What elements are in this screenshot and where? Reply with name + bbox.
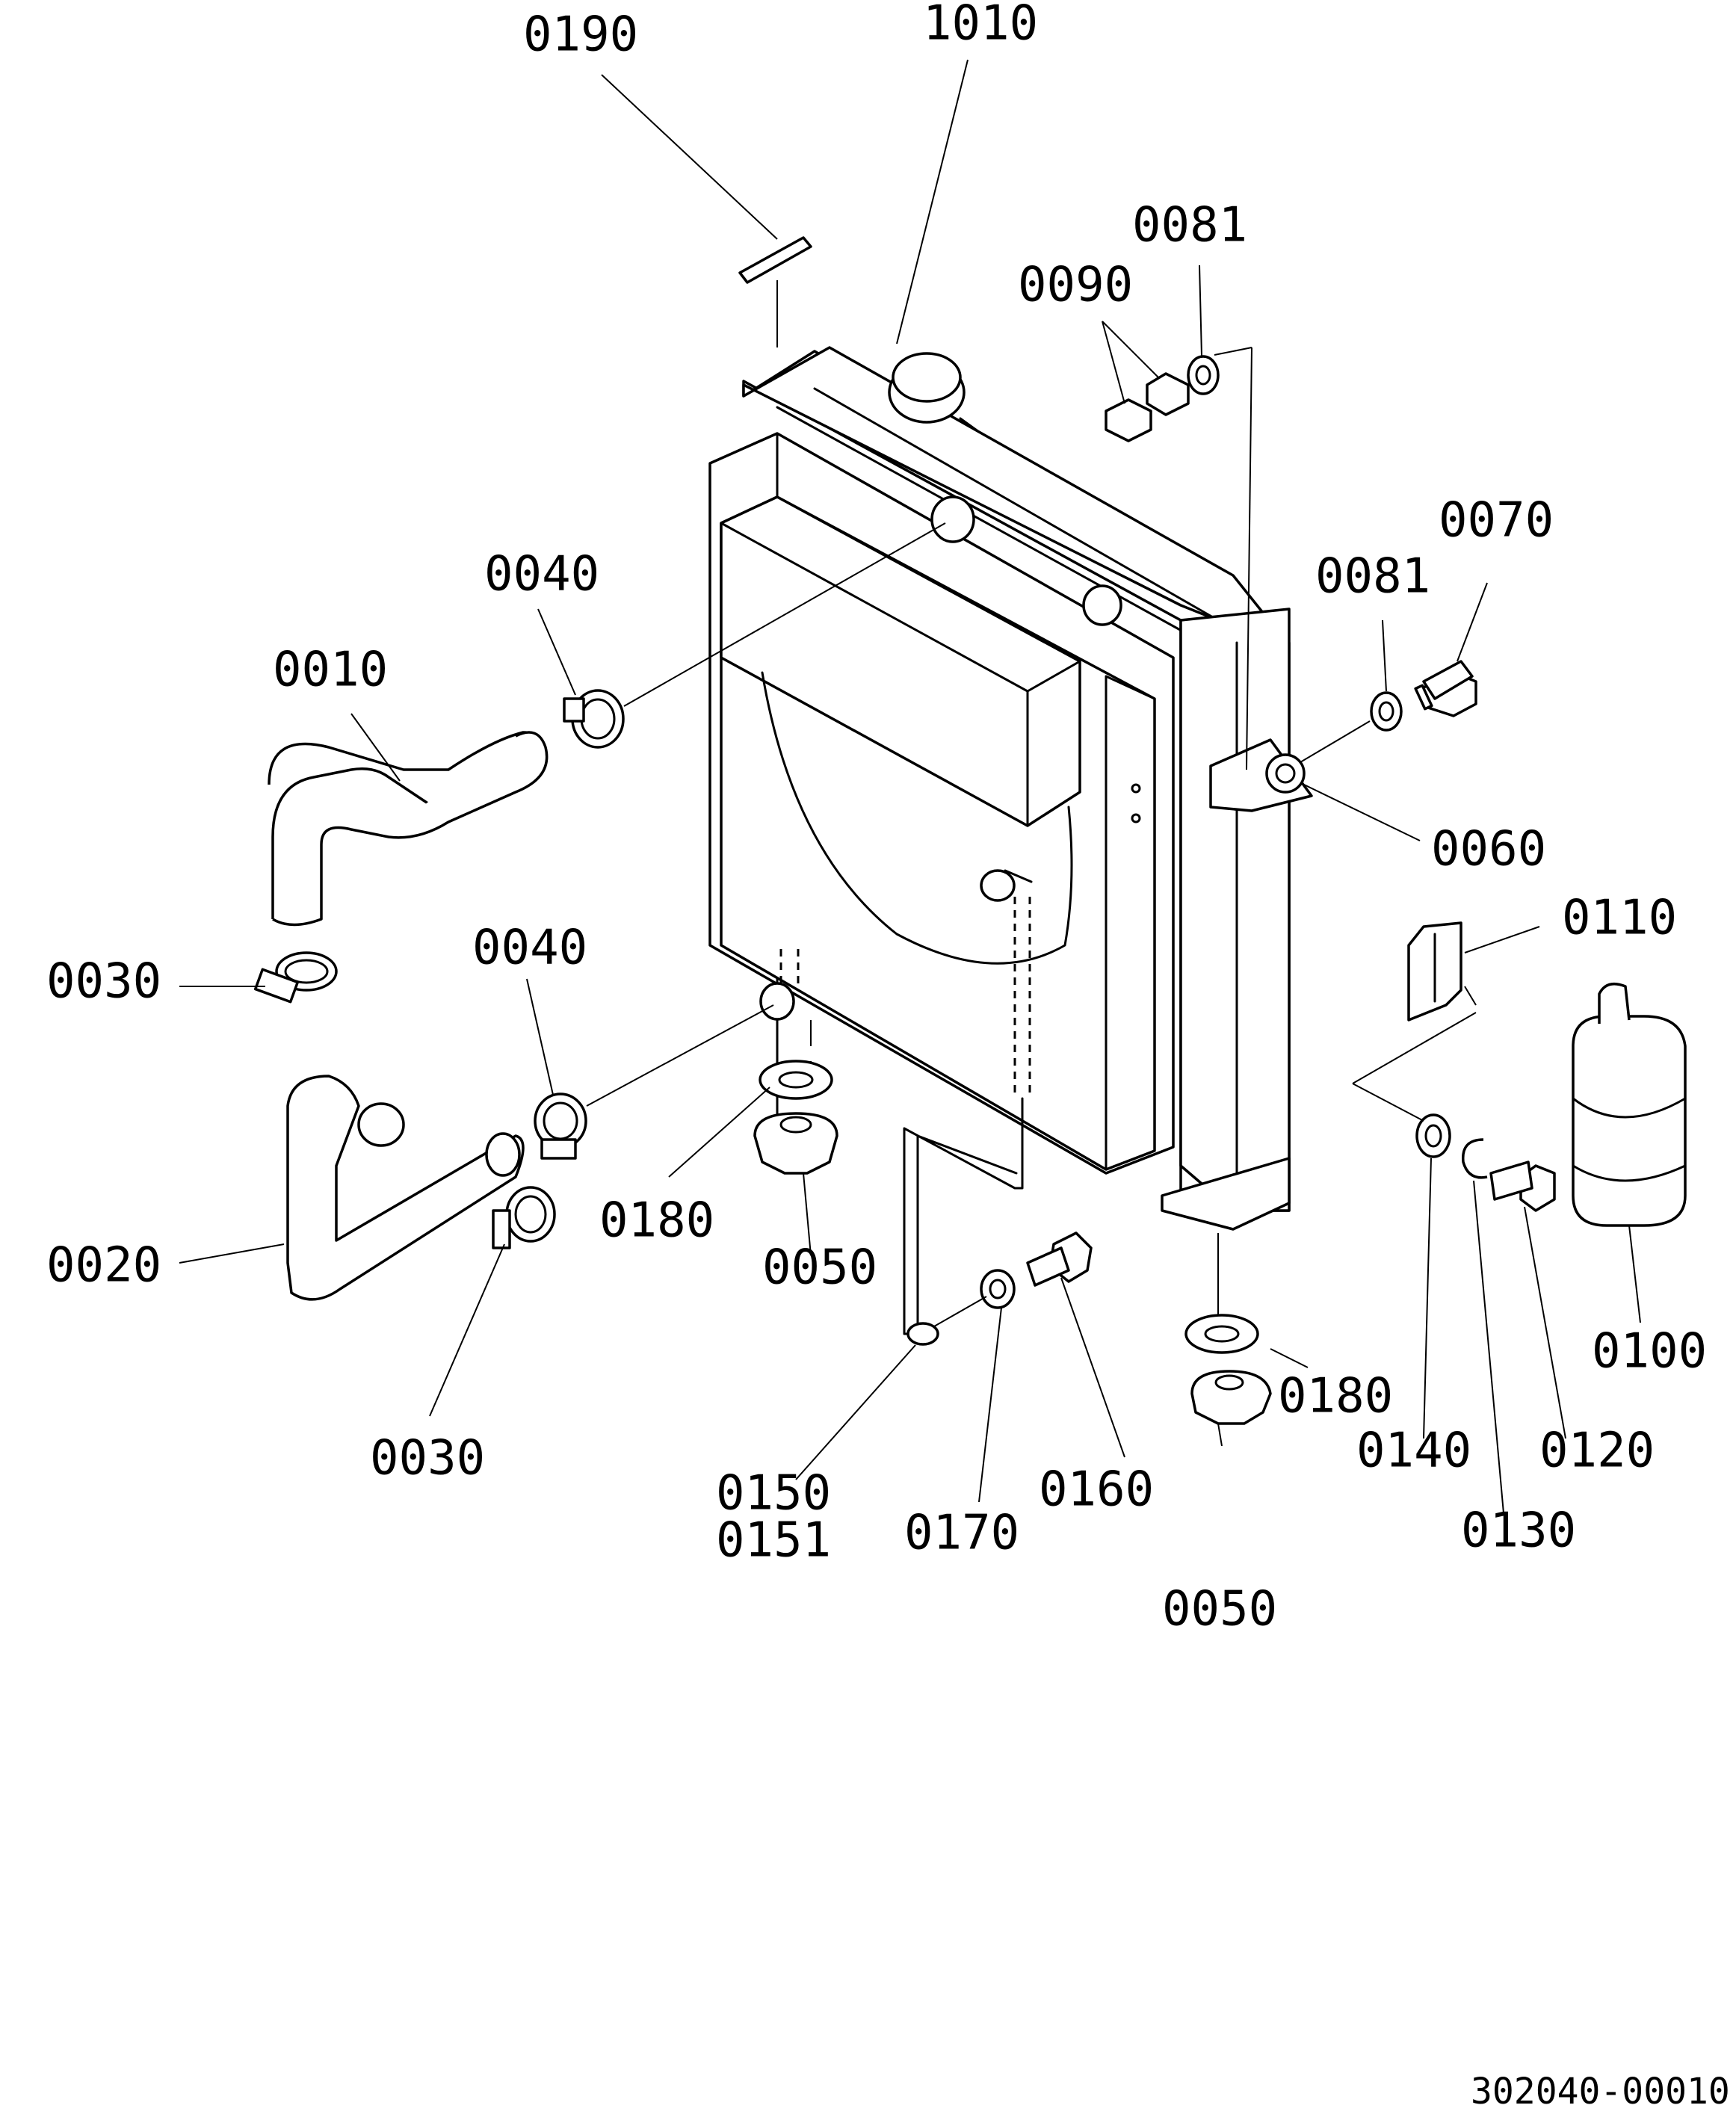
- drawing-number: 302040-00010: [1471, 2071, 1730, 2113]
- label-0130: 0130: [1461, 1503, 1576, 1559]
- label-0170: 0170: [904, 1506, 1019, 1561]
- label-0151: 0151: [716, 1513, 831, 1569]
- label-0050-left: 0050: [762, 1240, 877, 1296]
- label-0020: 0020: [46, 1238, 161, 1294]
- label-0110: 0110: [1562, 891, 1677, 946]
- label-0040-low: 0040: [472, 921, 587, 976]
- label-0060: 0060: [1431, 822, 1546, 877]
- label-0040-top: 0040: [484, 547, 599, 602]
- leader-lines: [179, 59, 1641, 1514]
- label-0190: 0190: [523, 7, 638, 63]
- label-0030-left: 0030: [46, 954, 161, 1010]
- label-0140: 0140: [1356, 1424, 1471, 1479]
- label-0050-low: 0050: [1162, 1582, 1277, 1637]
- label-0180-right: 0180: [1278, 1369, 1393, 1424]
- label-0081-mid: 0081: [1315, 549, 1430, 605]
- label-0070: 0070: [1439, 493, 1554, 548]
- radiator-assembly: [708, 346, 1313, 1231]
- label-0010: 0010: [273, 643, 388, 698]
- label-0120: 0120: [1539, 1424, 1655, 1479]
- label-0100: 0100: [1592, 1324, 1707, 1379]
- label-0150: 0150: [716, 1466, 831, 1521]
- label-0160: 0160: [1039, 1462, 1154, 1518]
- part-labels: 0190 1010 0081 0090 0070 0081 0040 0010 …: [46, 0, 1730, 2113]
- label-0081-top: 0081: [1132, 198, 1247, 253]
- label-0030-low: 0030: [370, 1431, 485, 1486]
- small-parts: [253, 236, 1687, 1425]
- label-1010: 1010: [923, 0, 1038, 52]
- label-0090: 0090: [1018, 258, 1133, 313]
- label-0180-left: 0180: [599, 1193, 714, 1249]
